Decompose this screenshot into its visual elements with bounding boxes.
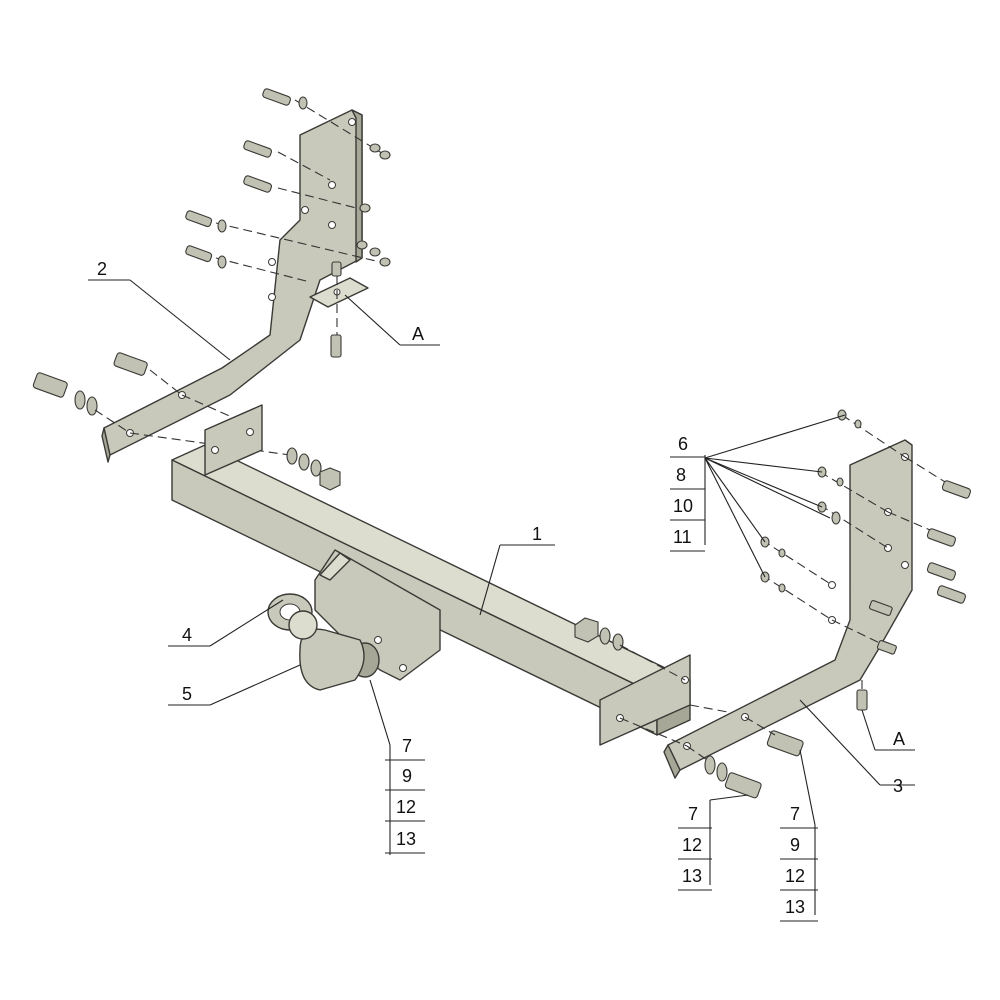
right-bracket-bolts [574,409,972,799]
bracket-a-left [309,261,369,358]
stack-upper-right: 6 8 10 11 [670,434,705,552]
main-beam [171,404,761,746]
stack-label: 7 [790,804,800,824]
left-bracket-bolts [32,88,391,491]
callout-a-left: A [412,324,424,344]
stack-label: 12 [396,797,416,817]
stack-label: 13 [396,829,416,849]
stack-label: 10 [673,496,693,516]
leader-lines [88,279,915,915]
stack-label: 11 [673,527,692,547]
stack-label: 7 [402,736,412,756]
callout-4: 4 [182,625,192,645]
stack-label: 12 [785,866,805,886]
callout-labels: 2 1 A 4 5 A 3 [97,259,905,796]
ball-mount [314,549,441,681]
stack-label: 13 [682,866,702,886]
callout-5: 5 [182,684,192,704]
callout-2: 2 [97,259,107,279]
left-bracket [101,109,363,463]
stack-label: 7 [688,804,698,824]
stack-ball-mount: 7 9 12 13 [385,736,425,854]
stack-label: 9 [790,835,800,855]
stack-bottom-right: 7 9 12 13 [780,804,818,922]
stack-label: 8 [676,465,686,485]
stack-bottom-mid: 7 12 13 [678,804,712,891]
stack-label: 12 [682,835,702,855]
stack-label: 9 [402,766,412,786]
stack-label: 6 [678,434,688,454]
callout-1: 1 [532,524,542,544]
stack-label: 13 [785,897,805,917]
callout-a-right: A [893,729,905,749]
callout-3: 3 [893,776,903,796]
tow-ball [288,610,365,691]
